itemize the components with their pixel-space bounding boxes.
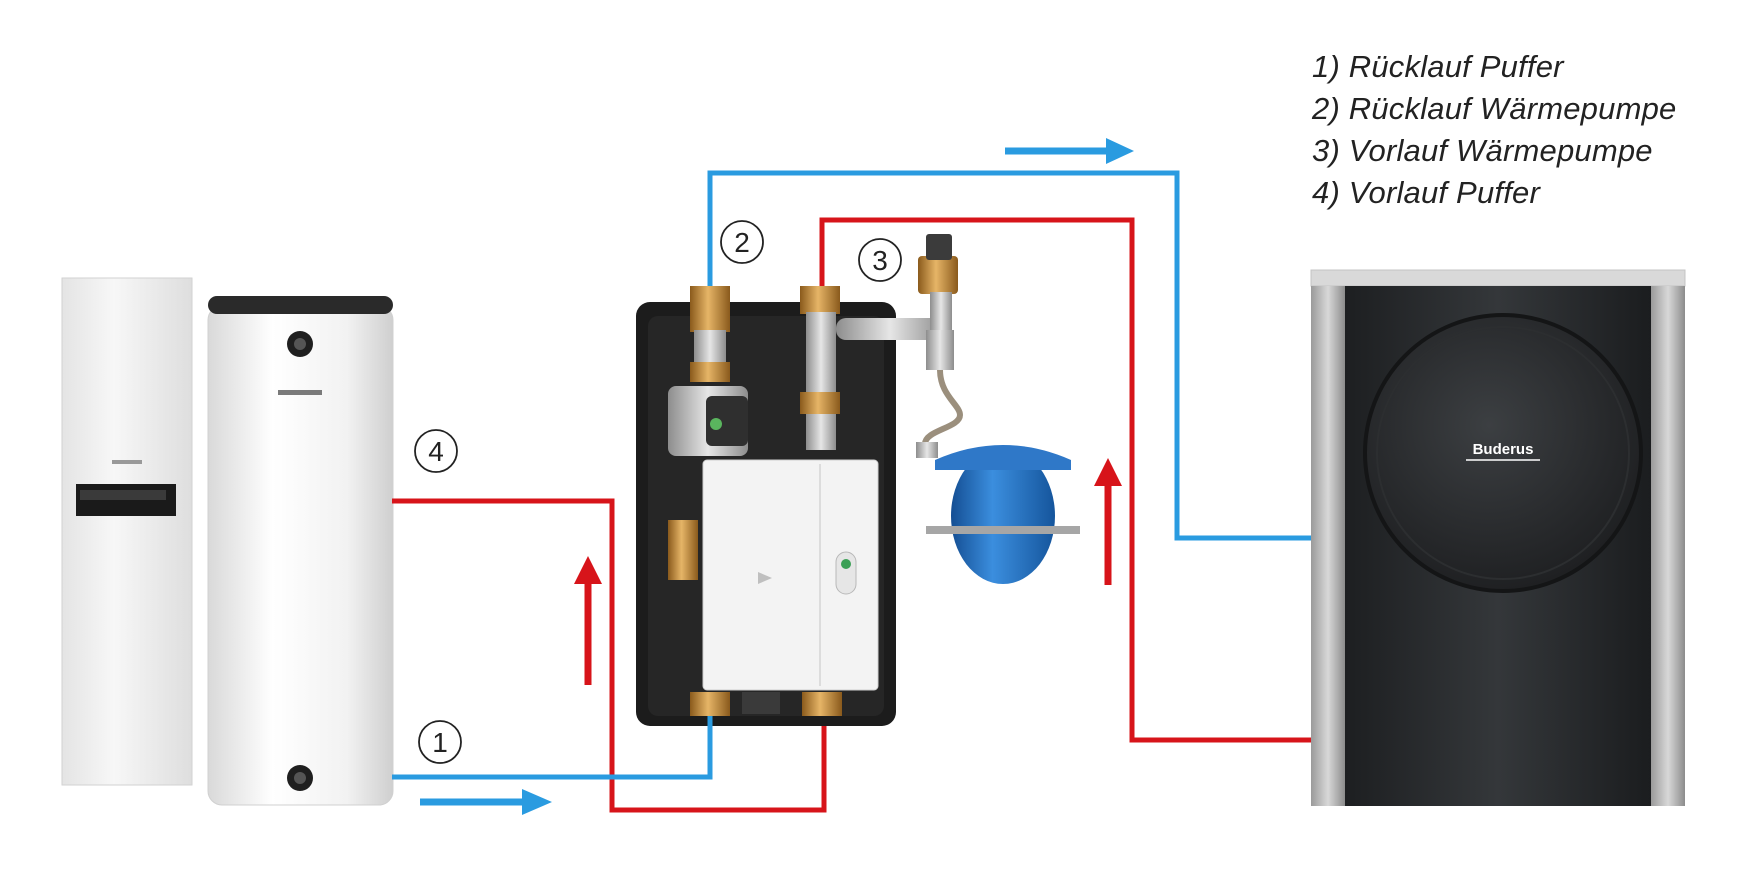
flow-arrow-blue-top <box>1005 138 1134 164</box>
flow-arrow-blue-bottom <box>420 789 552 815</box>
station-fitting-bottom-left <box>690 692 730 716</box>
marker-4-label: 4 <box>428 436 444 467</box>
legend-item-1: 1) Rücklauf Puffer <box>1312 49 1564 84</box>
hydraulic-station <box>636 234 964 726</box>
marker-2: 2 <box>720 220 764 264</box>
circulation-pump <box>668 386 748 456</box>
controller-box <box>702 459 879 691</box>
buffer-tank-lid <box>208 296 393 314</box>
controller-status-led <box>841 559 851 569</box>
supply-line-puffer <box>392 498 827 813</box>
flow-arrow-red-left <box>574 556 602 685</box>
heat-pump-brand-logo: Buderus <box>1473 441 1534 458</box>
marker-2-label: 2 <box>734 227 750 258</box>
marker-3-label: 3 <box>872 245 888 276</box>
buffer-tank <box>207 296 394 806</box>
marker-1: 1 <box>418 720 462 764</box>
supply-line-heat-pump <box>819 217 1311 743</box>
heat-pump-outdoor: Buderus <box>1310 269 1686 806</box>
station-fitting-bottom-right <box>802 692 842 716</box>
legend-item-3: 3) Vorlauf Wärmepumpe <box>1312 133 1653 168</box>
return-line-puffer <box>392 716 713 780</box>
flow-arrow-red-right <box>1094 458 1122 585</box>
legend: 1) Rücklauf Puffer 2) Rücklauf Wärmepump… <box>1312 46 1676 214</box>
heat-pump-fan-cover <box>1363 313 1643 593</box>
return-line-heat-pump <box>707 170 1311 541</box>
controller-logo <box>758 572 772 584</box>
marker-1-label: 1 <box>432 727 448 758</box>
indoor-unit-logo <box>112 460 142 464</box>
buffer-tank-logo <box>278 390 322 395</box>
expansion-vessel <box>916 442 1080 584</box>
station-fitting-top-right <box>800 286 840 314</box>
station-fitting-top-left <box>690 286 730 332</box>
safety-valve <box>918 234 958 370</box>
legend-item-2: 2) Rücklauf Wärmepumpe <box>1312 91 1677 126</box>
legend-item-4: 4) Vorlauf Puffer <box>1312 175 1540 210</box>
marker-3: 3 <box>858 238 902 282</box>
marker-4: 4 <box>414 429 458 473</box>
indoor-unit <box>61 277 193 786</box>
expansion-hose <box>922 369 964 445</box>
station-crossbar <box>836 318 944 340</box>
